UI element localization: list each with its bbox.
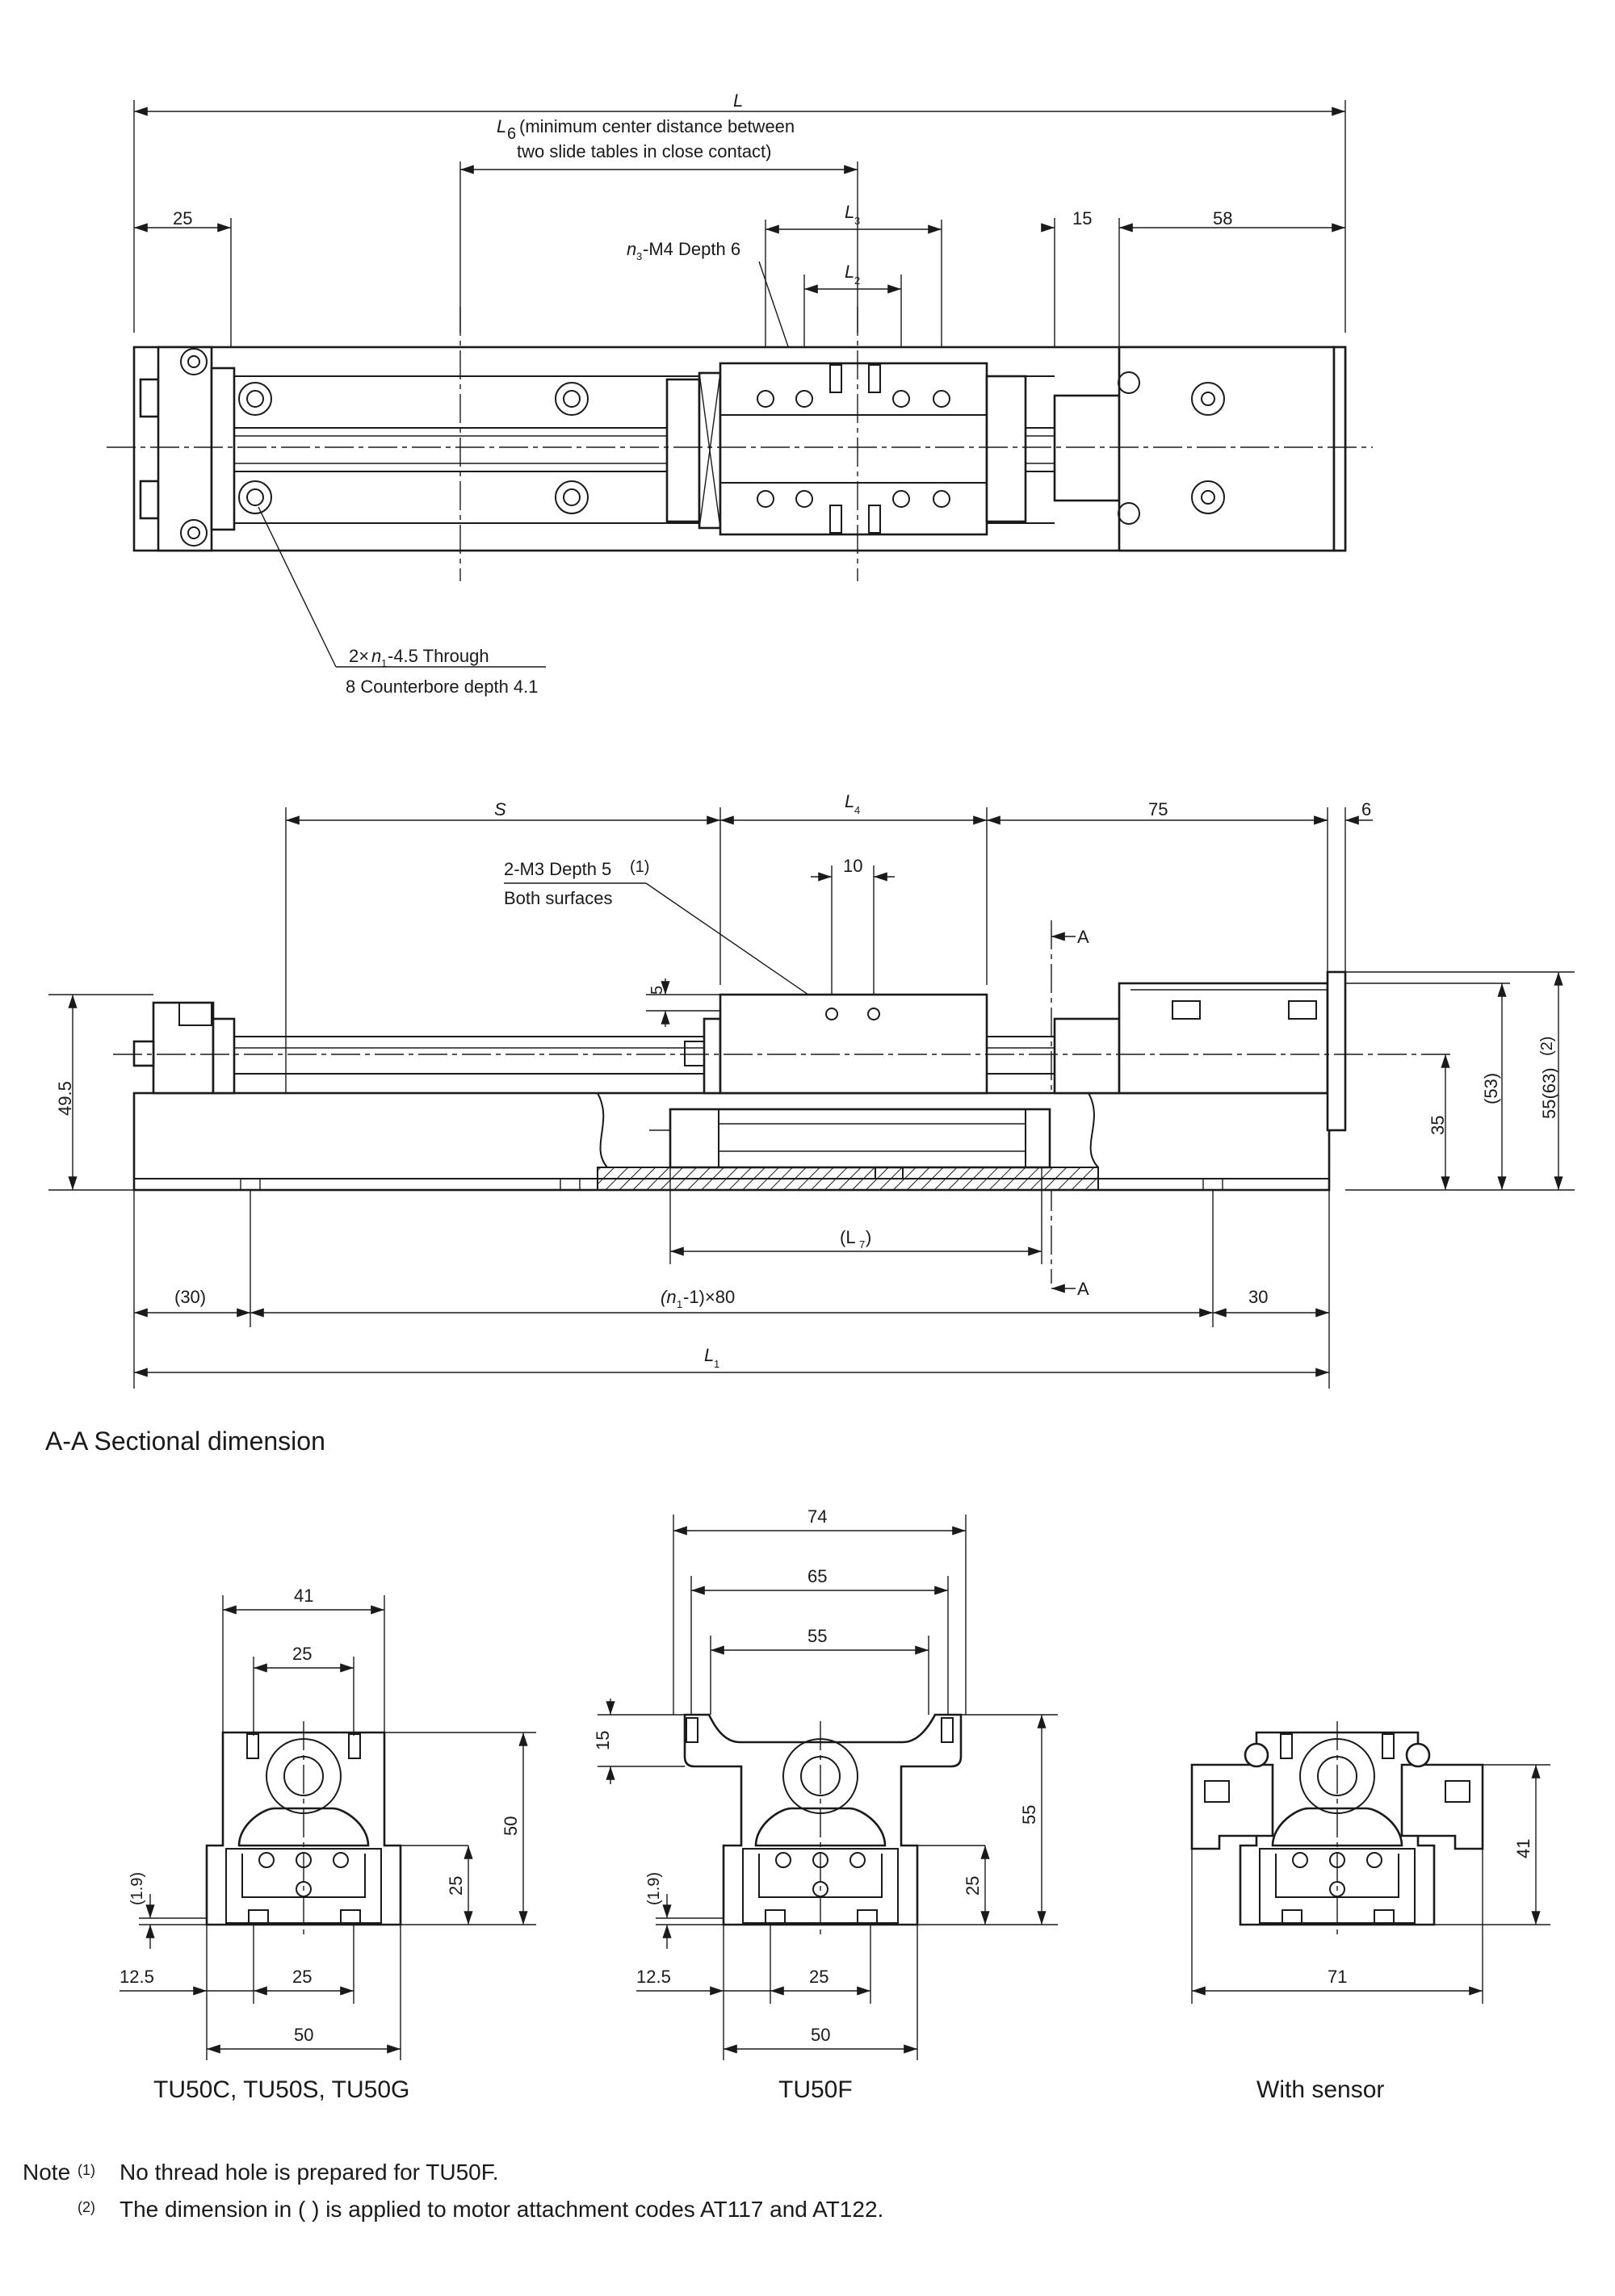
- label-m3-line1: 2-M3 Depth 5: [504, 859, 611, 879]
- c-dim-25-h: 25: [446, 1876, 466, 1896]
- label-m3-line2: Both surfaces: [504, 888, 613, 908]
- dim-35: 35: [1428, 1116, 1448, 1135]
- f-dim-1-9: (1.9): [645, 1872, 663, 1905]
- dim-30-left: (30): [174, 1287, 206, 1307]
- dim-L6: L: [497, 116, 506, 136]
- dim-L7: (L: [840, 1227, 856, 1247]
- dim-L3: L: [845, 202, 854, 222]
- c-dim-41: 41: [294, 1586, 313, 1606]
- note-1-text: No thread hole is prepared for TU50F.: [120, 2160, 499, 2185]
- f-dim-12-5: 12.5: [636, 1967, 671, 1987]
- section-sensor-view: 41 71 With sensor: [1190, 1721, 1550, 2103]
- label-hole-post: -4.5 Through: [388, 646, 489, 666]
- notes: Note (1) No thread hole is prepared for …: [23, 2160, 883, 2222]
- dim-pitch-post: -1)×80: [683, 1287, 735, 1307]
- f-dim-25-h: 25: [963, 1876, 983, 1896]
- dim-L7-close: ): [866, 1227, 871, 1247]
- dim-L1-sub: 1: [714, 1358, 719, 1370]
- L6-note-line1: (minimum center distance between: [519, 116, 795, 136]
- c-dim-50-h: 50: [501, 1816, 521, 1836]
- note-1-ref: (1): [78, 2162, 95, 2178]
- f-caption: TU50F: [778, 2076, 853, 2103]
- s-dim-41: 41: [1513, 1839, 1533, 1858]
- f-dim-74: 74: [808, 1506, 827, 1527]
- dim-pitch-sub: 1: [677, 1298, 682, 1310]
- dim-L6-sub: 6: [507, 125, 516, 143]
- dim-15: 15: [1072, 208, 1092, 228]
- dim-L4: L: [845, 791, 854, 811]
- f-dim-55-h: 55: [1019, 1805, 1039, 1825]
- s-caption: With sensor: [1256, 2076, 1384, 2103]
- note-2-ref: (2): [78, 2199, 95, 2215]
- dim-L: L: [733, 90, 743, 111]
- section-c-view: 41 25 50 25 (1.9) 12.5 25 50 TU50C, TU50…: [120, 1586, 536, 2103]
- dim-L2: L: [845, 262, 854, 282]
- dim-25-top: 25: [173, 208, 192, 228]
- c-dim-25-bot: 25: [292, 1967, 312, 1987]
- dim-pitch-pre: (n: [661, 1287, 677, 1307]
- dim-55-ref: (2): [1538, 1037, 1556, 1056]
- c-dim-25-top: 25: [292, 1644, 312, 1664]
- dim-6: 6: [1361, 799, 1371, 819]
- dim-S: S: [494, 799, 506, 819]
- c-dim-50-bot: 50: [294, 2025, 313, 2045]
- label-hole-line2: 8 Counterbore depth 4.1: [346, 677, 539, 697]
- label-n3-rest: -M4 Depth 6: [643, 239, 740, 259]
- f-dim-25-bot: 25: [809, 1967, 828, 1987]
- label-hole-n: n: [371, 646, 381, 666]
- dim-49-5: 49.5: [55, 1081, 75, 1116]
- f-dim-65: 65: [808, 1566, 827, 1586]
- dim-L2-sub: 2: [854, 274, 860, 287]
- note-prefix: Note: [23, 2160, 70, 2185]
- section-title: A-A Sectional dimension: [45, 1427, 325, 1456]
- dim-58: 58: [1213, 208, 1232, 228]
- dim-75: 75: [1148, 799, 1168, 819]
- f-dim-50-bot: 50: [811, 2025, 830, 2045]
- dim-5: 5: [648, 986, 666, 995]
- dim-55: 55(63): [1539, 1067, 1559, 1119]
- f-dim-15: 15: [593, 1731, 613, 1750]
- side-view: S L 4 75 6 2-M3 Depth 5 (1) Both surface…: [48, 791, 1575, 1389]
- dim-L4-sub: 4: [854, 804, 860, 816]
- c-dim-12-5: 12.5: [120, 1967, 154, 1987]
- c-dim-1-9: (1.9): [128, 1872, 146, 1905]
- s-dim-71: 71: [1328, 1967, 1347, 1987]
- dim-30-right: 30: [1248, 1287, 1268, 1307]
- label-hole-pre: 2×: [349, 646, 369, 666]
- dim-L7-sub: 7: [859, 1238, 865, 1251]
- section-A-top: A: [1077, 927, 1089, 947]
- label-n3: n: [627, 239, 636, 259]
- f-dim-55-top: 55: [808, 1626, 827, 1646]
- section-A-bottom: A: [1077, 1279, 1089, 1299]
- section-f-view: 74 65 55 15 55 25 (1.9) 12.5 25: [593, 1506, 1058, 2103]
- dim-L1: L: [704, 1345, 714, 1365]
- dim-L3-sub: 3: [854, 215, 860, 227]
- label-n3-sub: 3: [636, 250, 642, 262]
- c-caption: TU50C, TU50S, TU50G: [153, 2076, 409, 2103]
- label-m3-ref: (1): [630, 858, 649, 876]
- dim-10: 10: [843, 856, 862, 876]
- label-hole-n-sub: 1: [381, 657, 387, 669]
- dim-53: (53): [1481, 1073, 1501, 1104]
- top-view: L L 6 (minimum center distance between t…: [107, 90, 1373, 697]
- note-2-text: The dimension in ( ) is applied to motor…: [120, 2197, 883, 2222]
- L6-note-line2: two slide tables in close contact): [517, 141, 772, 161]
